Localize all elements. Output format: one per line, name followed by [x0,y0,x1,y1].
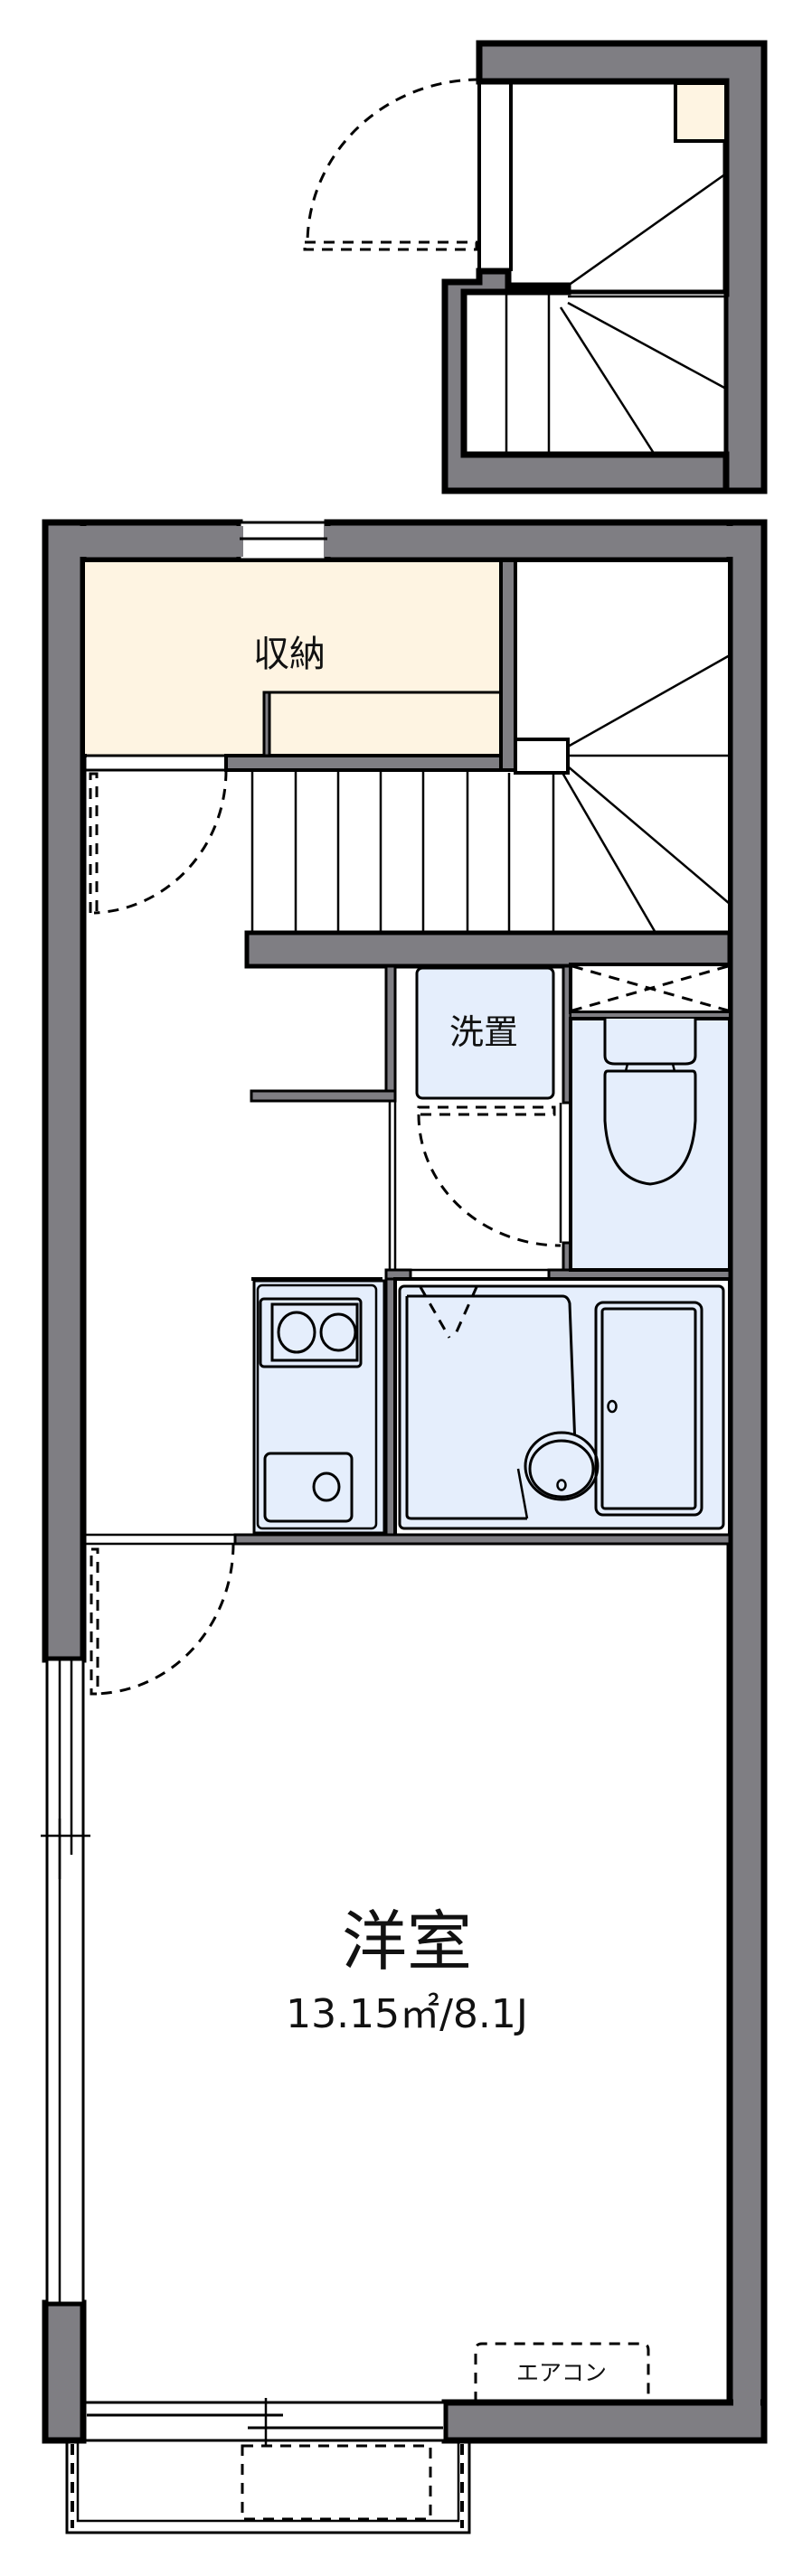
staircase[interactable] [244,562,732,969]
washer-label: 洗置 [448,1012,519,1052]
unit-bath [384,1277,732,1543]
outdoor-unit [241,2444,432,2521]
bath-door[interactable] [419,1286,478,1339]
washroom [250,964,732,1281]
washer-space [415,966,555,1100]
kitchen [251,1277,386,1535]
entry-door[interactable] [303,78,480,251]
side-window[interactable] [41,1658,90,2305]
room-door[interactable] [90,1543,235,1696]
main-walls [42,519,768,2444]
upper-storage-nook [674,81,728,143]
sink [263,1452,354,1523]
room-area: 13.15㎡/8.1J [286,1991,528,2037]
stove [259,1297,363,1368]
newel-post [514,738,570,775]
washroom-door[interactable] [417,1105,562,1247]
washbasin [524,1431,600,1501]
room-label: 洋室 [341,1904,473,1979]
air-conditioner-label: エアコン [515,2359,608,2386]
upper-stair-block [303,40,768,494]
room-divider [85,1533,732,1696]
balcony [65,2439,471,2534]
storage-label: 収納 [253,634,326,675]
storage-room [85,559,517,915]
storage-door[interactable] [89,769,228,915]
bathtub [594,1301,703,1517]
toilet-room [569,963,732,1272]
toilet-fixture [603,1019,697,1186]
air-conditioner [474,2342,650,2402]
